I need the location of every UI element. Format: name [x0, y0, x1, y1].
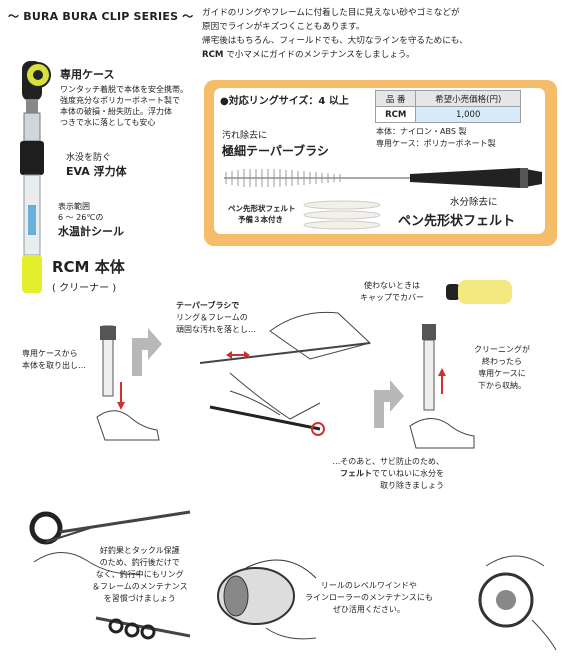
temp-title: 水温計シール: [58, 225, 124, 238]
case-title: 専用ケース: [60, 68, 115, 81]
step4-text: …そのあと、サビ防止のため、 フェルトでていねいに水分を 取り除きましょう: [332, 457, 444, 490]
tip2-text: リールのレベルワインドやラインローラーのメンテナンスにも ぜひ活用ください。: [305, 581, 433, 614]
brush-title: 極細テーパーブラシ: [222, 144, 329, 158]
step3-text: クリーニングが終わったら 専用ケースに下から収納。: [474, 345, 530, 390]
temp-label-block: 表示範囲 6 〜 26℃の 水温計シール: [58, 202, 124, 238]
intro-text: ガイドのリングやフレームに付着した目に見えない砂やゴミなどが 原因でラインがキズ…: [202, 6, 562, 62]
step2-text: テーパーブラシで リング＆フレームの 頑固な汚れを落とし…: [176, 301, 256, 334]
felt-title: ペン先形状フェルト: [398, 214, 516, 229]
felt-note: ペン先形状フェルト 予備３本付き: [228, 204, 296, 224]
body-subtitle: ( クリーナー ): [52, 283, 117, 294]
table-header: 品 番: [374, 90, 417, 107]
table-cell: RCM: [374, 106, 417, 123]
intro-line: RCM で小マメにガイドのメンテナンスをしましょう。: [202, 50, 415, 60]
case-description: ワンタッチ着脱で本体を安全携帯。 強度充分なポリカーボネート製で 本体の破損・紛…: [60, 85, 188, 127]
ring-size-text: ●対応リングサイズ：4 以上: [220, 96, 349, 107]
step1-text: 専用ケースから本体を取り出し…: [22, 349, 86, 370]
cap-note: 使わないときはキャップでカバー: [360, 281, 424, 302]
felt-pre: 水分除去に: [450, 197, 498, 208]
body-label-block: RCM 本体 ( クリーナー ): [52, 256, 125, 294]
brush-illustration: [224, 168, 542, 188]
table-cell: 1,000: [415, 106, 521, 123]
rod-guide-illustration: [29, 510, 191, 640]
float-title: EVA 浮力体: [66, 165, 127, 178]
material-text: 本体：ナイロン・ABS 製 専用ケース：ポリカーボネート製: [376, 127, 496, 148]
rcm-product-illustration: [20, 61, 51, 293]
step1-illustration: [96, 325, 160, 441]
tip1-text: 好釣果とタックル保護のため、釣行後だけで なく、釣行中にもリング＆フレームのメン…: [92, 546, 188, 603]
brush-pre: 汚れ除去に: [222, 131, 268, 141]
spinning-reel-illustration: [478, 555, 557, 651]
table-header: 希望小売価格(円): [415, 90, 521, 107]
intro-line: 帰宅後はもちろん、フィールドでも、大切なラインを守るためにも、: [202, 36, 468, 46]
intro-line: ガイドのリングやフレームに付着した目に見えない砂やゴミなどが: [202, 8, 460, 18]
case-label-block: 専用ケース ワンタッチ着脱で本体を安全携帯。 強度充分なポリカーボネート製で 本…: [60, 66, 200, 128]
intro-line: 原因でラインがキズつくこともあります。: [202, 22, 365, 32]
felt-tips-illustration: [303, 200, 381, 230]
price-table: 品 番 希望小売価格(円) RCM 1,000: [374, 90, 521, 123]
step2-illustration: [199, 311, 371, 436]
float-label-block: 水没を防ぐ EVA 浮力体: [66, 153, 127, 178]
step-arrow-2: [374, 380, 404, 428]
step3-illustration: [409, 324, 475, 449]
body-title: RCM 本体: [52, 258, 125, 276]
series-title: 〜 BURA BURA CLIP SERIES 〜: [8, 10, 194, 23]
cap-illustration: [446, 280, 512, 304]
baitcaster-reel-illustration: [217, 559, 317, 640]
step-arrow-1: [132, 328, 162, 376]
